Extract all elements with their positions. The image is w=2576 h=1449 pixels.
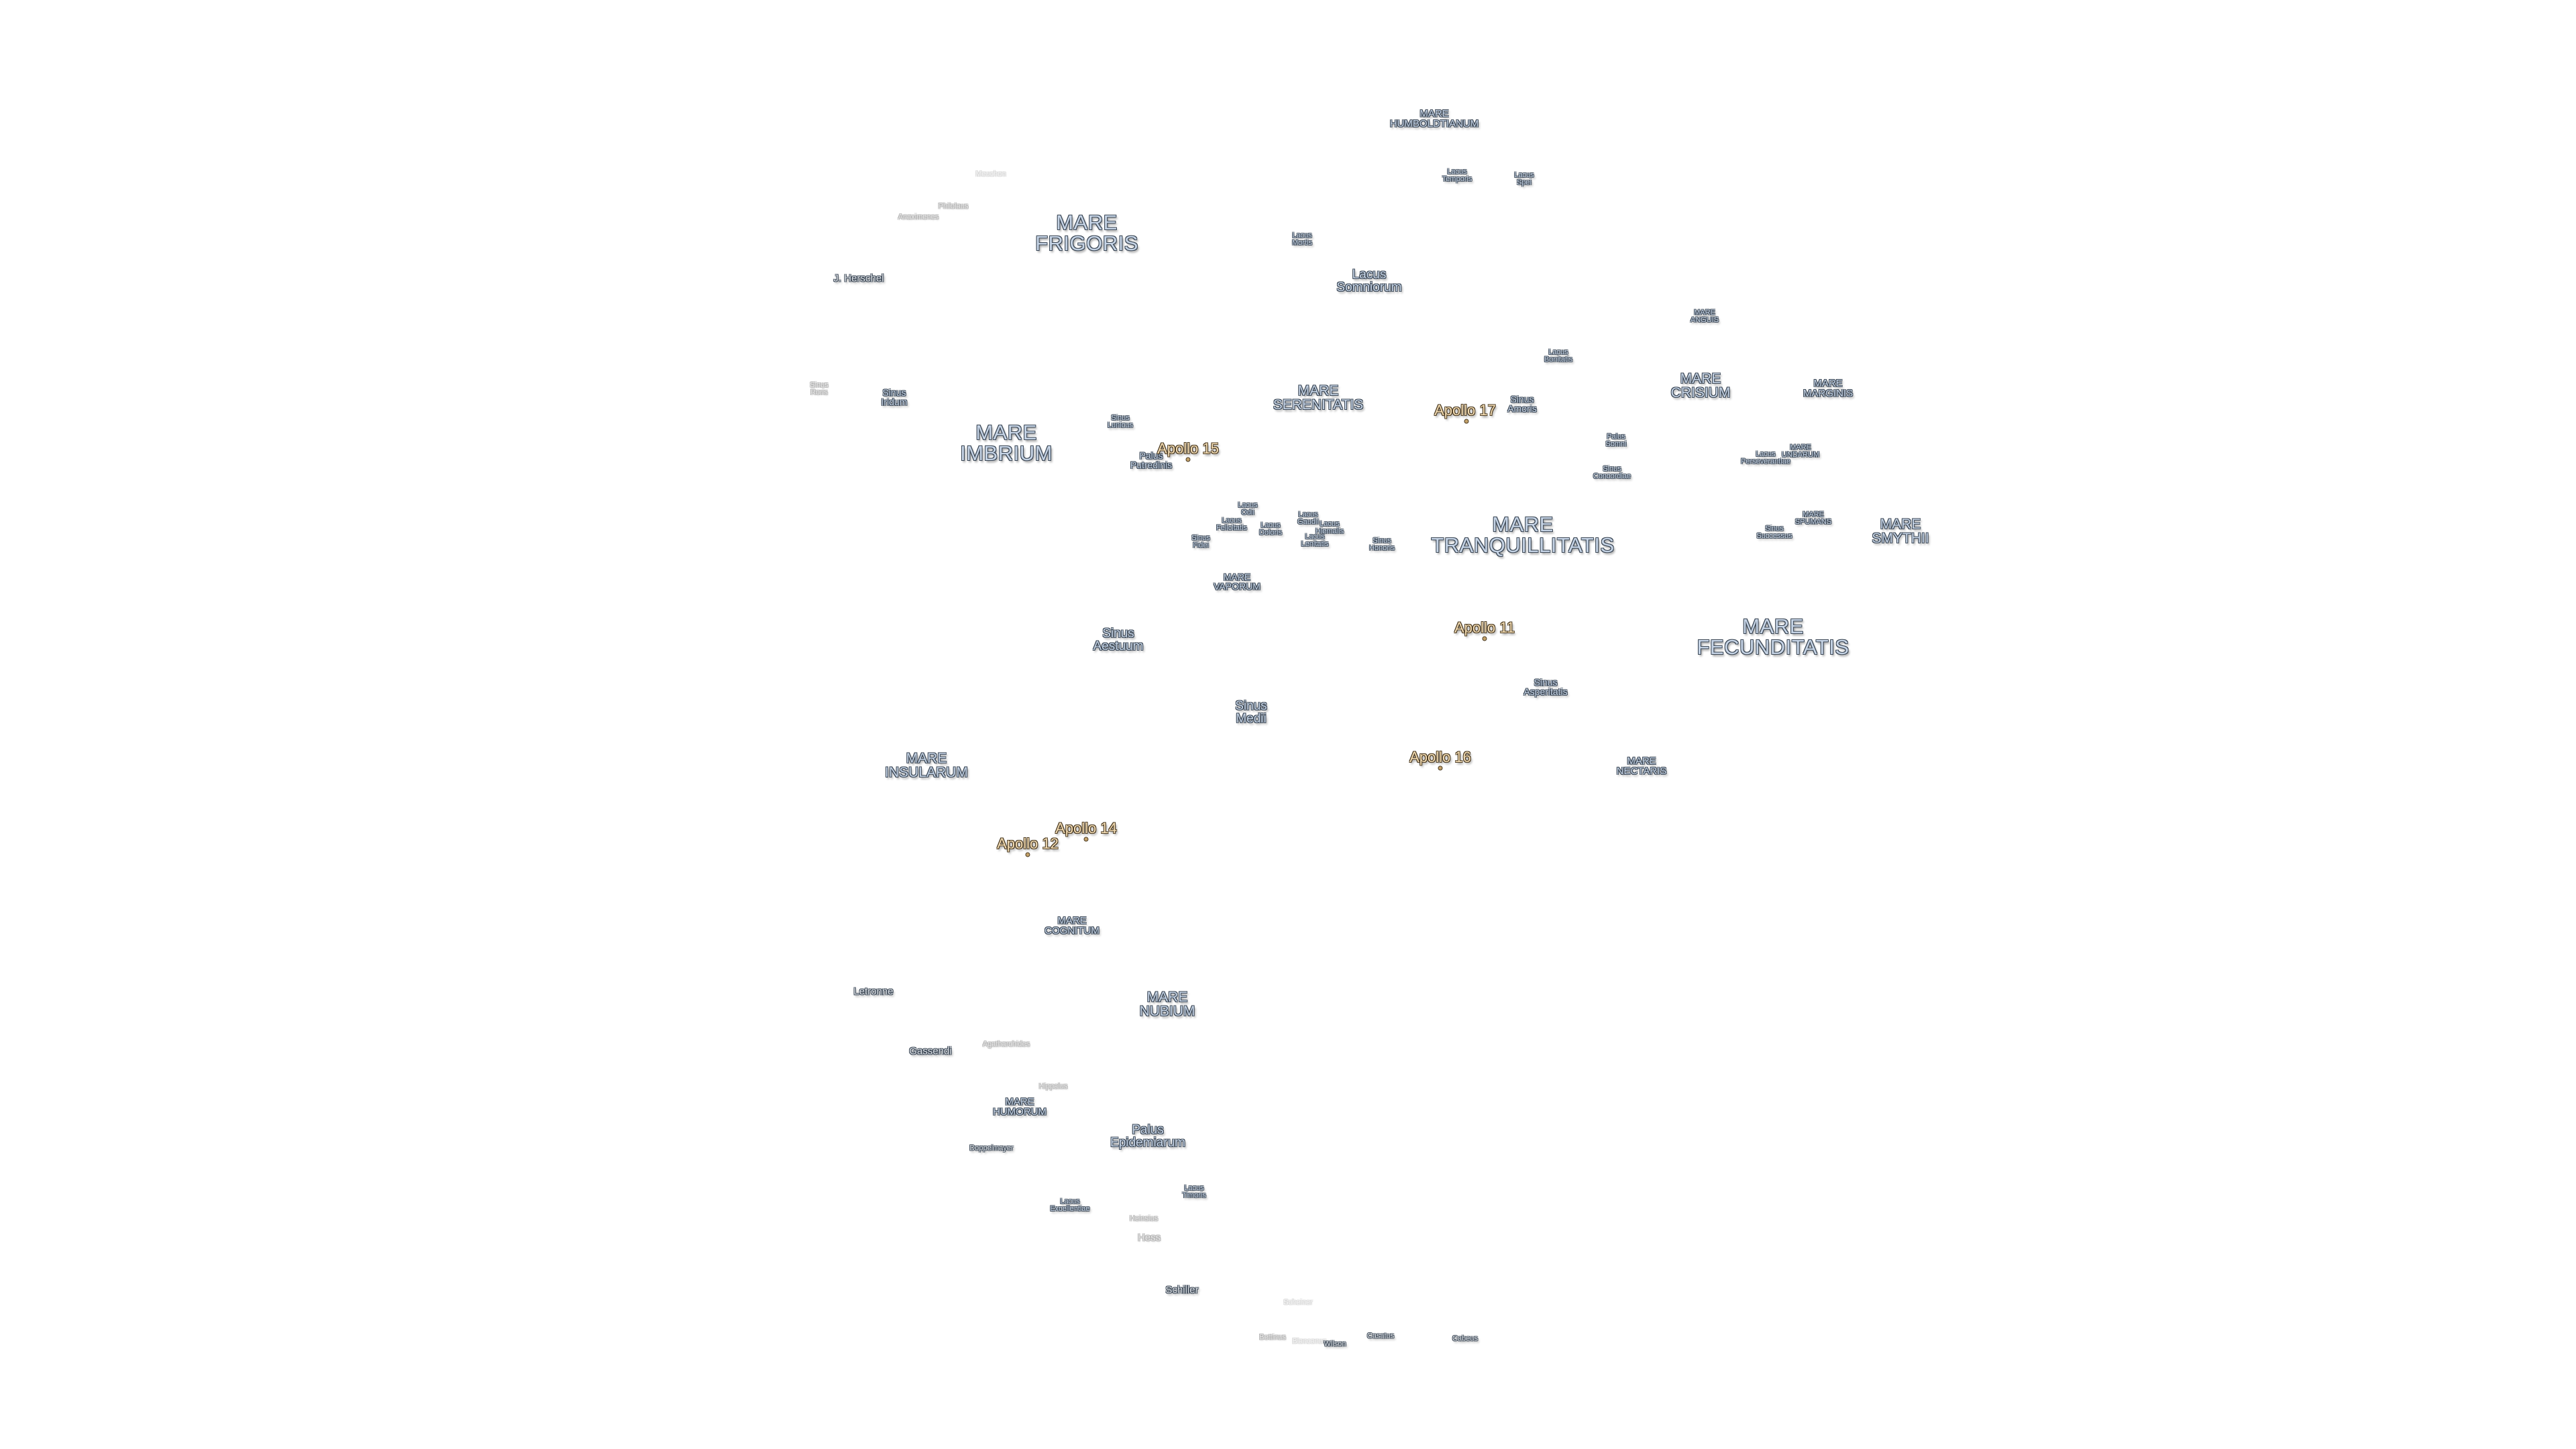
apollo-14-marker[interactable] (1083, 837, 1089, 842)
apollo-12-marker[interactable] (1025, 852, 1030, 857)
label-lacus-doloris[interactable]: Lacus Doloris (1258, 521, 1283, 537)
label-mare-crisium[interactable]: MARE CRISIUM (1670, 371, 1731, 400)
apollo-16-label[interactable]: Apollo 16 (1409, 749, 1471, 765)
label-wilson[interactable]: Wilson (1324, 1340, 1346, 1348)
apollo-16-marker[interactable] (1438, 765, 1443, 771)
label-mare-fecunditatis[interactable]: MARE FECUNDITATIS (1697, 614, 1849, 659)
label-anaximenes[interactable]: Anaximenes (898, 213, 939, 221)
label-philolaus[interactable]: Philolaus (938, 202, 969, 211)
label-lacus-odii[interactable]: Lacus Odii (1238, 501, 1258, 517)
apollo-15-label[interactable]: Apollo 15 (1157, 440, 1219, 457)
label-hess[interactable]: Hess (1137, 1232, 1161, 1244)
label-sinus-successus[interactable]: Sinus Successus (1756, 525, 1792, 540)
apollo-11-label[interactable]: Apollo 11 (1454, 619, 1515, 636)
label-agatharchides[interactable]: Agatharchides (982, 1040, 1030, 1049)
label-scheiner[interactable]: Scheiner (1283, 1298, 1313, 1307)
label-lacus-gaudii[interactable]: Lacus Gaudii (1297, 511, 1319, 526)
label-casatus[interactable]: Casatus (1366, 1332, 1395, 1340)
label-lacus-felicitatis[interactable]: Lacus Felicitatis (1216, 517, 1247, 532)
label-lacus-perseverantiae[interactable]: Lacus Perseverantiae (1741, 450, 1790, 466)
label-mare-imbrium[interactable]: MARE IMBRIUM (960, 421, 1053, 465)
label-lacus-excellentiae[interactable]: Lacus Excellentiae (1050, 1197, 1090, 1213)
label-lacus-somniorum[interactable]: Lacus Somniorum (1336, 268, 1402, 294)
label-mare-frigoris[interactable]: MARE FRIGORIS (1035, 211, 1138, 255)
label-blancanus[interactable]: Blancanus (1292, 1337, 1327, 1346)
label-mare-spumans[interactable]: MARE SPUMANS (1794, 511, 1832, 526)
label-lacus-timoris[interactable]: Lacus Timoris (1182, 1184, 1206, 1199)
label-mare-insularum[interactable]: MARE INSULARUM (885, 751, 968, 780)
label-cabeus[interactable]: Cabeus (1452, 1334, 1478, 1343)
label-mare-smythii[interactable]: MARE SMYTHII (1872, 517, 1929, 546)
label-lacus-hiemalis[interactable]: Lacus Hiemalis (1315, 520, 1344, 535)
apollo-17-label[interactable]: Apollo 17 (1434, 402, 1496, 419)
label-sinus-iridum[interactable]: Sinus Iridum (881, 387, 908, 407)
apollo-17-marker[interactable] (1464, 419, 1469, 424)
label-schiller[interactable]: Schiller (1165, 1284, 1199, 1296)
label-sinus-aestuum[interactable]: Sinus Aestuum (1093, 627, 1144, 653)
label-palus-putredinis[interactable]: Palus Putredinis (1130, 450, 1173, 470)
label-palus-epidemiarum[interactable]: Palus Epidemiarum (1110, 1123, 1185, 1150)
label-sinus-asperitatis[interactable]: Sinus Asperitatis (1523, 677, 1568, 697)
label-mare-marginis[interactable]: MARE MARGINIS (1803, 378, 1854, 399)
label-mare-anguis[interactable]: MARE ANGUIS (1690, 309, 1719, 324)
label-lacus-spei[interactable]: Lacus Spei (1514, 171, 1534, 186)
label-mare-vaporum[interactable]: MARE VAPORUM (1214, 572, 1260, 592)
label-doppelmayer[interactable]: Doppelmayer (969, 1144, 1014, 1152)
apollo-14-label[interactable]: Apollo 14 (1055, 820, 1117, 837)
apollo-11-marker[interactable] (1482, 636, 1487, 641)
label-sinus-fidei[interactable]: Sinus Fidei (1191, 534, 1210, 549)
label-mare-undarum[interactable]: MARE UNDARUM (1781, 443, 1820, 459)
label-sinus-concordiae[interactable]: Sinus Concordiae (1593, 465, 1631, 480)
label-lacus-mortis[interactable]: Lacus Mortis (1292, 231, 1312, 247)
label-mare-nubium[interactable]: MARE NUBIUM (1139, 989, 1195, 1019)
label-letronne[interactable]: Letronne (853, 985, 894, 998)
label-bettinus[interactable]: Bettinus (1259, 1333, 1286, 1342)
label-sinus-honoris[interactable]: Sinus Honoris (1369, 537, 1395, 552)
label-mare-nectaris[interactable]: MARE NECTARIS (1616, 755, 1667, 777)
label-lacus-bonitatis[interactable]: Lacus Bonitatis (1544, 348, 1573, 364)
label-mare-cognitum[interactable]: MARE COGNITUM (1044, 915, 1099, 936)
label-sinus-roris[interactable]: Sinus Roris (810, 381, 828, 396)
label-mare-humboldtianum[interactable]: MARE HUMBOLDTIANUM (1389, 108, 1479, 129)
label-j-herschel[interactable]: J. Herschel (833, 272, 884, 284)
label-gassendi[interactable]: Gassendi (909, 1045, 952, 1057)
label-sinus-lunicus[interactable]: Sinus Lunicus (1108, 414, 1133, 429)
label-sinus-medii[interactable]: Sinus Medii (1235, 699, 1267, 726)
label-meuchon[interactable]: Meuchon (975, 170, 1006, 178)
label-mare-tranquillitatis[interactable]: MARE TRANQUILLITATIS (1431, 513, 1615, 557)
label-palus-somni[interactable]: Palus Somni (1605, 433, 1627, 448)
label-sinus-amoris[interactable]: Sinus Amoris (1507, 394, 1537, 414)
label-heinsius[interactable]: Heinsius (1129, 1214, 1159, 1223)
apollo-15-marker[interactable] (1185, 457, 1191, 462)
label-mare-humorum[interactable]: MARE HUMORUM (993, 1096, 1046, 1118)
label-mare-serenitatis[interactable]: MARE SERENITATIS (1273, 383, 1364, 413)
label-lacus-lenitatis[interactable]: Lacus Lenitatis (1301, 533, 1329, 548)
label-lacus-temporis[interactable]: Lacus Temporis (1442, 168, 1472, 183)
apollo-12-label[interactable]: Apollo 12 (997, 835, 1059, 852)
label-hippalus[interactable]: Hippalus (1038, 1082, 1068, 1091)
